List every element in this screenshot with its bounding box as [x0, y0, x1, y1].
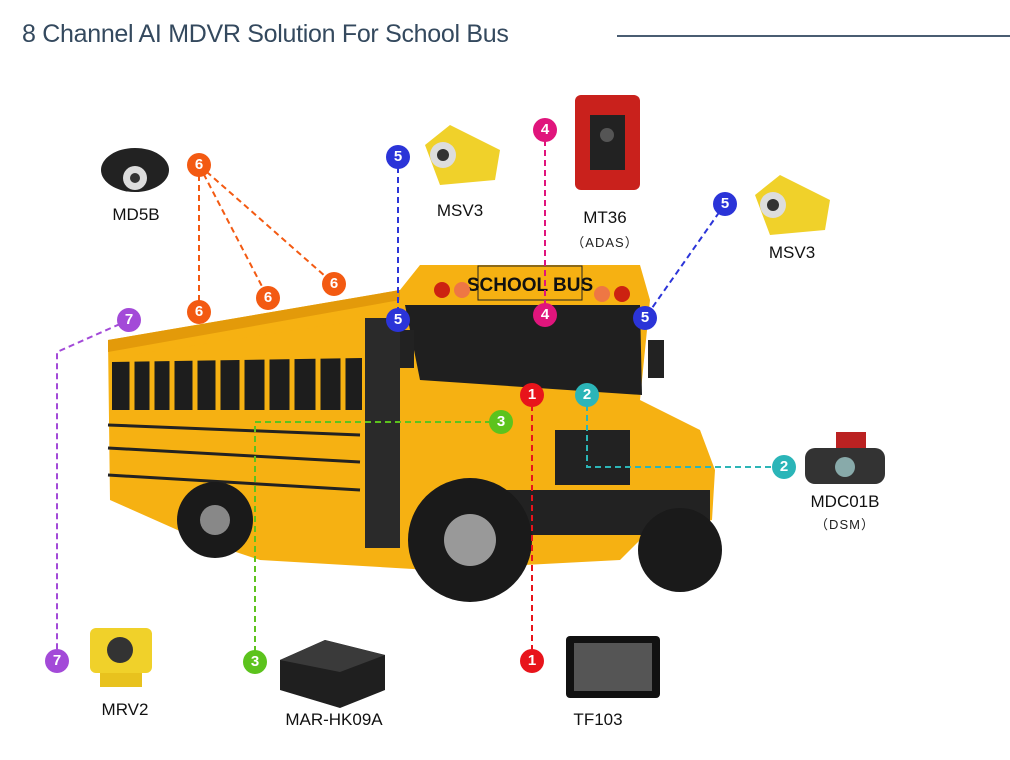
msv3-camera-right [755, 175, 830, 235]
channel-5-badge: 5 [633, 306, 657, 330]
channel-5-badge: 5 [386, 308, 410, 332]
channel-4-badge: 4 [533, 118, 557, 142]
product-label-mdc01b: MDC01B [810, 492, 880, 511]
channel-1-badge: 1 [520, 383, 544, 407]
page-title: 8 Channel AI MDVR Solution For School Bu… [22, 20, 509, 48]
product-label-mrv2: MRV2 [101, 700, 149, 719]
channel-5-badge: 5 [386, 145, 410, 169]
product-label-mt36: MT36 [583, 208, 627, 227]
mt36-adas-camera [575, 95, 640, 190]
product-label-tf103: TF103 [573, 710, 623, 729]
title-divider [617, 35, 1010, 37]
product-note-dsm: （DSM） [815, 517, 875, 532]
md5b-dome-camera [101, 148, 169, 192]
product-label-mar-hk09a: MAR-HK09A [285, 710, 383, 729]
channel-6-badge: 6 [187, 153, 211, 177]
channel-7-badge: 7 [45, 649, 69, 673]
channel-2-badge: 2 [575, 383, 599, 407]
connector-lines [56, 130, 784, 662]
channel-2-badge: 2 [772, 455, 796, 479]
channel-5-badge: 5 [713, 192, 737, 216]
product-label-msv3: MSV3 [436, 201, 484, 220]
channel-6-badge: 6 [256, 286, 280, 310]
channel-1-badge: 1 [520, 649, 544, 673]
channel-4-badge: 4 [533, 303, 557, 327]
school-bus: SCHOOL BUS [107, 265, 722, 602]
channel-6-badge: 6 [322, 272, 346, 296]
channel-6-badge: 6 [187, 300, 211, 324]
channel-3-badge: 3 [489, 410, 513, 434]
product-label-md5b: MD5B [112, 205, 160, 224]
channel-3-badge: 3 [243, 650, 267, 674]
mrv2-rear-camera [90, 628, 152, 687]
msv3-camera-top [425, 125, 500, 185]
product-label-msv3: MSV3 [768, 243, 816, 262]
mar-hk09a-mdvr [280, 640, 385, 708]
tf103-monitor [566, 636, 660, 698]
mdc01b-dsm-camera [805, 432, 885, 484]
product-note-adas: （ADAS） [571, 235, 639, 250]
channel-7-badge: 7 [117, 308, 141, 332]
bus-sign: SCHOOL BUS [467, 275, 593, 296]
